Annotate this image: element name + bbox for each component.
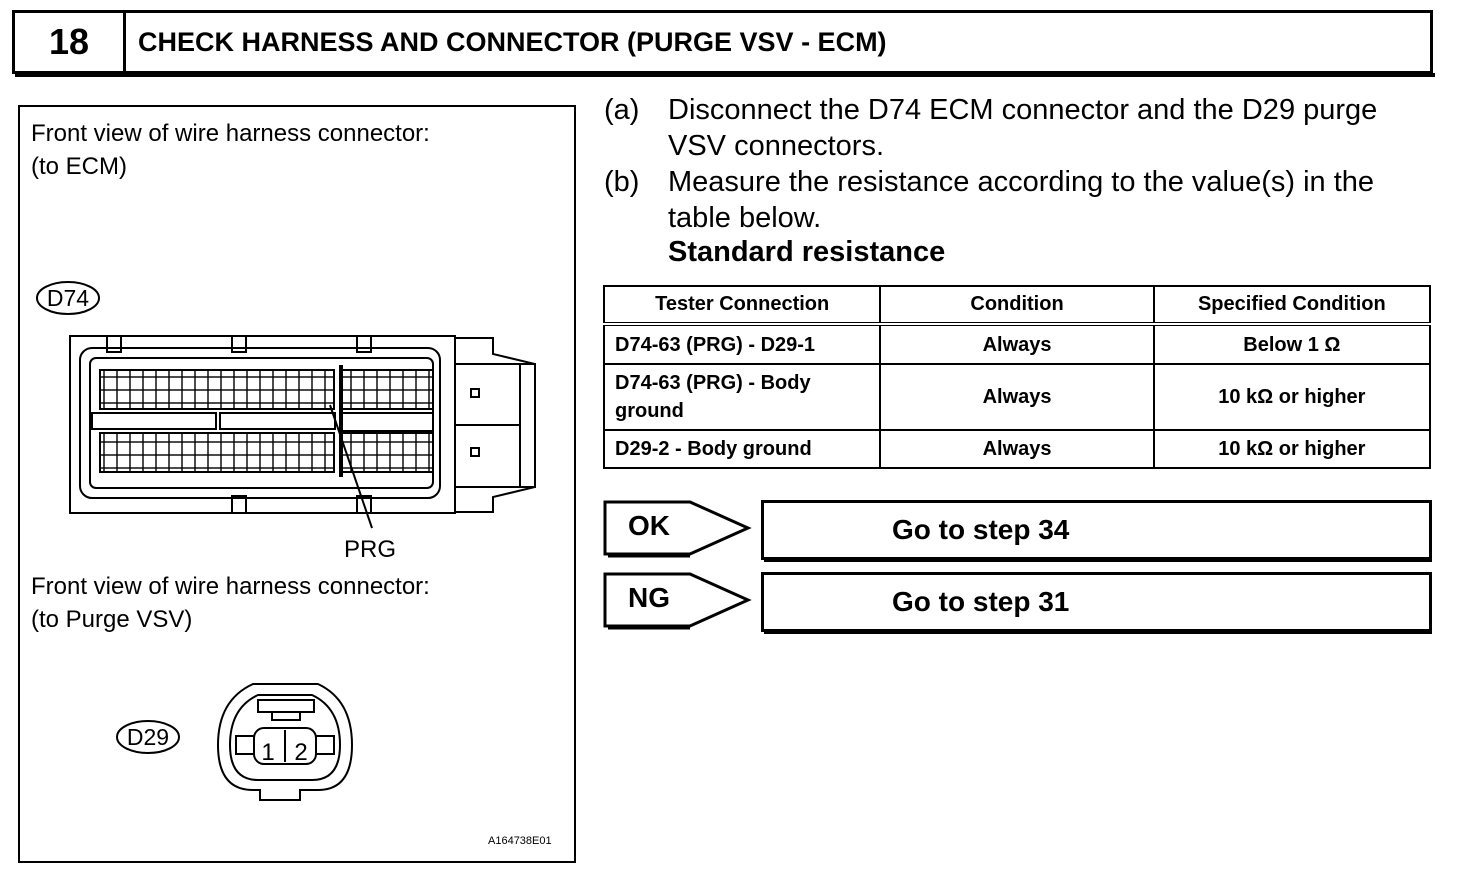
ok-tag: OK — [628, 510, 670, 541]
instruction-a: (a) Disconnect the D74 ECM connector and … — [604, 92, 1377, 164]
table-row: D29-2 - Body ground Always 10 kΩ or high… — [602, 429, 1432, 469]
d29-label: D29 — [127, 724, 169, 750]
connector-diagram: D74 PRG D29 — [36, 281, 536, 801]
figure-reference-code: A164738E01 — [488, 835, 552, 847]
table-cell: 10 kΩ or higher — [1152, 429, 1432, 469]
ng-result-box: Go to step 31 — [761, 572, 1432, 632]
connector-figure-panel — [18, 105, 576, 863]
pin-2-label: 2 — [294, 739, 307, 766]
ng-action-text: Go to step 31 — [892, 586, 1070, 617]
instruction-a-letter: (a) — [604, 94, 640, 126]
ok-action-text: Go to step 34 — [892, 514, 1070, 545]
vsv-caption-line1: Front view of wire harness connector: — [31, 573, 430, 600]
spec-table: Tester Connection Condition Specified Co… — [602, 285, 1432, 469]
column-header: Tester Connection — [602, 285, 882, 325]
vsv-caption-line2: (to Purge VSV) — [31, 606, 193, 633]
table-cell: 10 kΩ or higher — [1152, 363, 1432, 431]
step-number: 18 — [12, 10, 123, 74]
table-cell: Always — [879, 429, 1155, 469]
instruction-b-line1: Measure the resistance according to the … — [668, 166, 1375, 198]
table-cell: D29-2 - Body ground — [602, 429, 882, 469]
d29-label-oval: D29 — [116, 720, 180, 754]
column-header: Condition — [879, 285, 1155, 325]
ecm-caption-line2: (to ECM) — [31, 153, 127, 180]
ok-arrow-shape — [603, 500, 752, 556]
ng-result-shadow — [764, 631, 1432, 634]
table-cell: Always — [879, 363, 1155, 431]
header-shadow — [15, 73, 1435, 77]
table-row: D74-63 (PRG) - Body ground Always 10 kΩ … — [602, 363, 1432, 431]
ecm-connector — [69, 335, 536, 514]
column-header: Specified Condition — [1152, 285, 1432, 325]
result-arrows — [603, 500, 752, 630]
instruction-a-line2: VSV connectors. — [668, 130, 884, 162]
ng-arrow-shape — [603, 572, 752, 628]
table-header-row: Tester Connection Condition Specified Co… — [602, 285, 1432, 325]
vsv-connector — [216, 683, 354, 801]
instruction-b-line2: table below. — [668, 202, 822, 234]
d74-label-oval: D74 — [36, 281, 100, 315]
step-title: CHECK HARNESS AND CONNECTOR (PURGE VSV -… — [123, 10, 1433, 74]
table-row: D74-63 (PRG) - D29-1 Always Below 1 Ω — [602, 323, 1432, 365]
instruction-a-line1: Disconnect the D74 ECM connector and the… — [668, 94, 1378, 126]
d74-label: D74 — [47, 285, 89, 311]
instruction-b: (b) Measure the resistance according to t… — [604, 164, 1374, 236]
standard-resistance-heading: Standard resistance — [668, 236, 946, 268]
table-cell: Always — [879, 323, 1155, 365]
table-cell: Below 1 Ω — [1152, 323, 1432, 365]
prg-leader-line — [329, 404, 373, 529]
ng-tag: NG — [628, 582, 670, 613]
pin-1-label: 1 — [261, 739, 274, 766]
instruction-b-letter: (b) — [604, 166, 640, 198]
ok-result-shadow — [764, 559, 1432, 562]
ecm-caption-line1: Front view of wire harness connector: — [31, 120, 430, 147]
prg-label: PRG — [344, 536, 396, 563]
table-cell: D74-63 (PRG) - Body ground — [602, 363, 882, 431]
ok-result-box: Go to step 34 — [761, 500, 1432, 560]
table-cell: D74-63 (PRG) - D29-1 — [602, 323, 882, 365]
